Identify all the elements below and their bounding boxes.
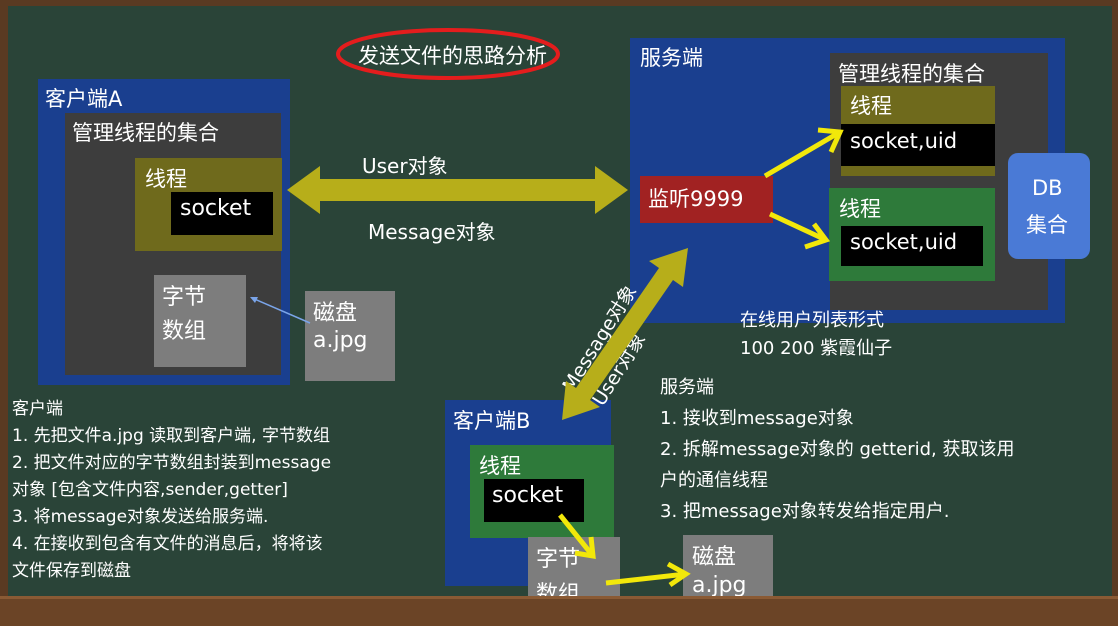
client-b-socket-box (484, 479, 584, 522)
listen-port-box (640, 176, 773, 223)
listen-to-thread1-arrow (763, 127, 844, 179)
client-a-disk-box (305, 291, 395, 381)
client-a-thread-label: 线程 (145, 167, 187, 191)
client-notes-line: 客户端 (12, 399, 63, 419)
user-object-label: User对象 (362, 154, 448, 178)
client-b-thread-label: 线程 (479, 454, 521, 478)
client-a-label: 客户端A (45, 87, 123, 111)
client-b-bytes-line1: 字节 (536, 547, 581, 572)
chalk-tray (0, 596, 1118, 626)
db-collection-box (1008, 153, 1090, 259)
server-notes-line: 3. 把message对象转发给指定用户. (660, 501, 950, 522)
client-a-bytes-line1: 字节 (162, 285, 207, 310)
message-object-label: Message对象 (368, 220, 496, 244)
disk-to-bytes-arrow (251, 297, 311, 324)
online-list-line1: 在线用户列表形式 (740, 310, 884, 331)
client-notes-line: 文件保存到磁盘 (12, 561, 131, 581)
client-b-disk-line1: 磁盘 (692, 545, 737, 570)
bytes-to-disk-arrow (605, 561, 691, 588)
client-b-label: 客户端B (453, 409, 531, 433)
client-a-socket-label: socket (180, 196, 252, 221)
server-notes-line: 2. 拆解message对象的 getterid, 获取该用 (660, 439, 1015, 460)
disk-to-bytes-arrowhead (250, 297, 258, 303)
title-highlight-ellipse (336, 28, 560, 80)
server-collection-label: 管理线程的集合 (838, 62, 985, 86)
server-thread2-label: 线程 (839, 197, 881, 221)
server-clientb-double-arrow (562, 248, 688, 420)
client-notes-line: 3. 将message对象发送给服务端. (12, 507, 269, 527)
client-b-socket-label: socket (492, 483, 564, 508)
server-label: 服务端 (640, 46, 703, 70)
client-a-bytes-box (154, 275, 246, 367)
client-notes-line: 4. 在接收到包含有文件的消息后，将将该 (12, 534, 323, 554)
server-notes-line: 户的通信线程 (660, 470, 768, 491)
db-label-line1: DB (1032, 176, 1063, 200)
server-notes: 服务端 1. 接收到message对象 2. 拆解message对象的 gett… (660, 372, 1014, 527)
client-a-disk-line2: a.jpg (313, 328, 368, 353)
server-socket2-box (841, 226, 983, 266)
server-thread1-label: 线程 (850, 94, 892, 118)
socket-to-bytes-arrow (558, 513, 596, 560)
client-a-bytes-line2: 数组 (162, 319, 207, 344)
client-notes-line: 对象 [包含文件内容,sender,getter] (12, 480, 288, 500)
server-socket1-box (841, 124, 995, 166)
db-label-line2: 集合 (1026, 213, 1068, 237)
online-list-line2: 100 200 紫霞仙子 (740, 338, 893, 359)
board-frame-top (0, 0, 1118, 6)
client-a-collection-label: 管理线程的集合 (72, 121, 219, 145)
client-b-disk-line2: a.jpg (692, 573, 747, 598)
client-notes: 客户端 1. 先把文件a.jpg 读取到客户端, 字节数组 2. 把文件对应的字… (12, 396, 331, 585)
client-a-disk-line1: 磁盘 (313, 301, 358, 326)
client-notes-line: 1. 先把文件a.jpg 读取到客户端, 字节数组 (12, 426, 330, 446)
diagram-title: 发送文件的思路分析 (358, 44, 547, 68)
client-server-double-arrow (287, 166, 628, 214)
client-a-socket-box (171, 192, 273, 235)
server-notes-line: 1. 接收到message对象 (660, 408, 854, 429)
server-socket1-label: socket,uid (850, 129, 958, 153)
listen-port-label: 监听9999 (648, 187, 744, 211)
server-notes-line: 服务端 (660, 377, 714, 398)
listen-to-thread2-arrow (768, 211, 831, 250)
client-notes-line: 2. 把文件对应的字节数组封装到message (12, 453, 332, 473)
board-frame-right (1112, 0, 1118, 626)
server-socket2-label: socket,uid (850, 230, 958, 254)
board-frame-left (0, 0, 8, 626)
